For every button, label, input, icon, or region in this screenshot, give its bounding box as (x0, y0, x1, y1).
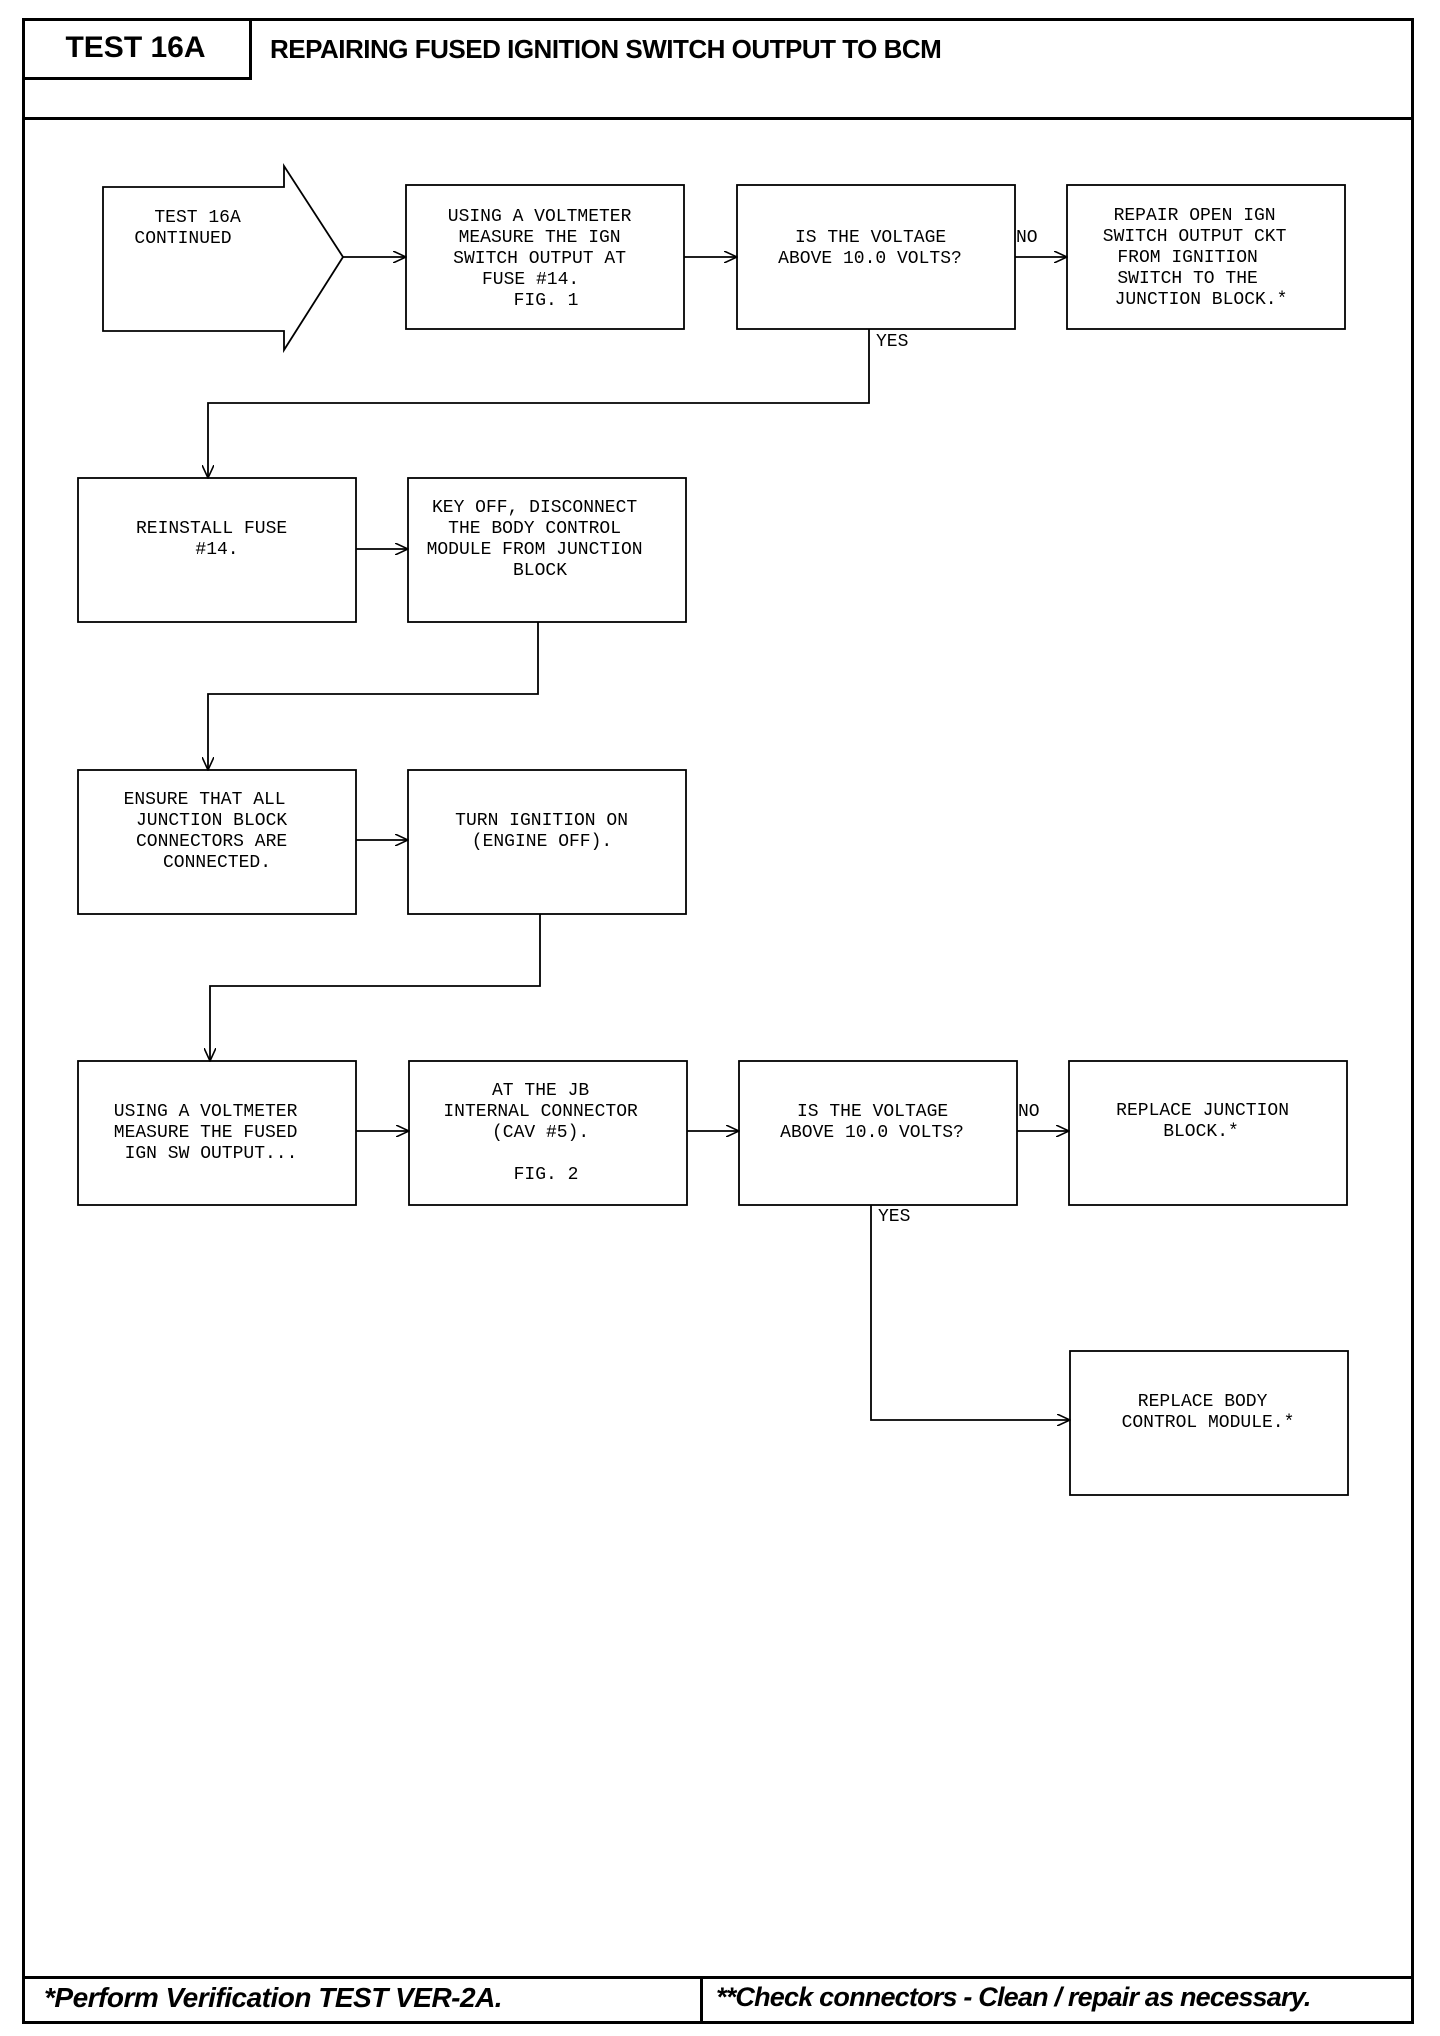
page-frame (22, 18, 1414, 2024)
yes-label-1: YES (876, 332, 908, 352)
footer-note-left: *Perform Verification TEST VER-2A. (44, 1982, 503, 2013)
start-text: TEST 16A CONTINUED (134, 208, 251, 249)
connector (210, 914, 541, 1061)
start-arrow-shape (102, 162, 345, 354)
page-title: REPAIRING FUSED IGNITION SWITCH OUTPUT T… (270, 34, 942, 64)
box-measure-fused (77, 1060, 357, 1206)
decision-1-text: IS THE VOLTAGE ABOVE 10.0 VOLTS? (778, 228, 962, 269)
replace-jb-text: REPLACE JUNCTION BLOCK.* (1116, 1101, 1300, 1142)
reinstall-fuse-text: REINSTALL FUSE #14. (136, 519, 298, 560)
connector (208, 622, 539, 770)
test-id-label: TEST 16A (22, 18, 252, 80)
yes-label-2: YES (878, 1207, 910, 1227)
turn-ignition-text: TURN IGNITION ON (ENGINE OFF). (455, 811, 639, 852)
no-label-2: NO (1018, 1102, 1040, 1122)
measure-fuse-text: USING A VOLTMETER MEASURE THE IGN SWITCH… (448, 207, 642, 311)
connector (870, 1205, 1070, 1420)
measure-fused-text: USING A VOLTMETER MEASURE THE FUSED IGN … (114, 1102, 308, 1164)
no-label-1: NO (1016, 228, 1038, 248)
box-ensure-connected (77, 769, 357, 915)
footer-separator (700, 1976, 703, 2024)
at-jb-text: AT THE JB INTERNAL CONNECTOR (CAV #5). F… (443, 1081, 648, 1185)
decision-2-text: IS THE VOLTAGE ABOVE 10.0 VOLTS? (780, 1102, 964, 1143)
ensure-connected-text: ENSURE THAT ALL JUNCTION BLOCK CONNECTOR… (124, 790, 298, 873)
footer-note-right: **Check connectors - Clean / repair as n… (716, 1982, 1311, 2012)
key-off-text: KEY OFF, DISCONNECT THE BODY CONTROL MOD… (427, 498, 654, 581)
box-reinstall-fuse (77, 477, 357, 623)
footer-divider (22, 1976, 1414, 1979)
repair-open-text: REPAIR OPEN IGN SWITCH OUTPUT CKT FROM I… (1103, 206, 1297, 310)
replace-bcm-text: REPLACE BODY CONTROL MODULE.* (1122, 1392, 1295, 1433)
header-divider (22, 117, 1414, 120)
connector (208, 329, 870, 478)
